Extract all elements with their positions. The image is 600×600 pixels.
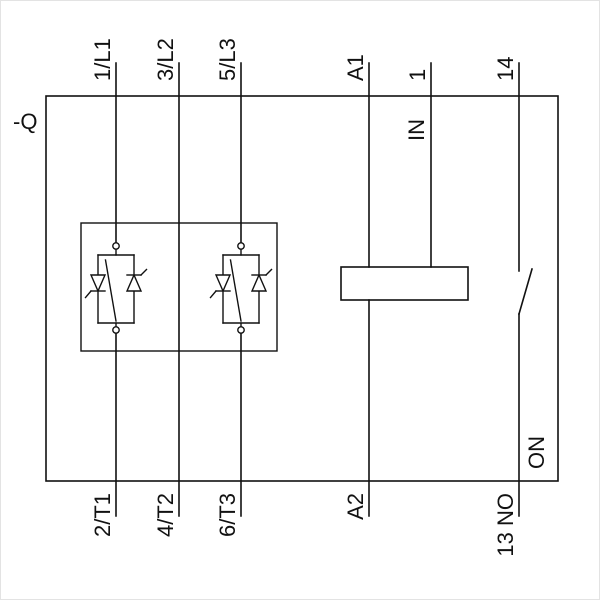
- terminal-label-14: 14: [493, 57, 518, 81]
- aux-contact-blade: [518, 268, 533, 315]
- module1-bypass-contact: [104, 259, 117, 322]
- terminal-label-A2: A2: [343, 493, 368, 520]
- top-terminal-lines: [115, 62, 520, 517]
- terminal-label-3L2: 3/L2: [153, 38, 178, 81]
- control-block: [340, 266, 469, 301]
- module1-thyristor-up-gate: [140, 268, 148, 276]
- module1-top-node: [112, 242, 120, 250]
- module2-bypass-contact: [229, 259, 242, 322]
- module1-thyristor-up: [125, 273, 143, 292]
- module1-thyristor-down: [89, 274, 107, 293]
- aux-no-contact: [518, 268, 533, 315]
- terminal-label-A1: A1: [343, 54, 368, 81]
- module2-top-node: [237, 242, 245, 250]
- terminal-label-5L3: 5/L3: [215, 38, 240, 81]
- device-label: -Q: [13, 109, 37, 134]
- terminal-label-13NO: 13 NO: [493, 493, 518, 557]
- input-label-IN: IN: [404, 119, 429, 141]
- terminal-label-6T3: 6/T3: [215, 493, 240, 537]
- bottom-terminal-lines: [115, 299, 520, 517]
- module2-bottom-node: [237, 326, 245, 334]
- internal-labels: IN ON: [404, 119, 549, 469]
- terminal-label-4T2: 4/T2: [153, 493, 178, 537]
- thyristor-module-phase1: [84, 242, 148, 334]
- module2-thyristor-up: [250, 273, 268, 292]
- power-module-box: [80, 222, 278, 352]
- thyristor-module-phase3: [209, 242, 273, 334]
- terminal-label-2T1: 2/T1: [90, 493, 115, 537]
- top-terminal-labels: 1/L1 3/L2 5/L3 A1 1 14: [90, 38, 518, 81]
- output-label-ON: ON: [524, 436, 549, 469]
- module1-bottom-node: [112, 326, 120, 334]
- module2-thyristor-down: [214, 274, 232, 293]
- module1-thyristor-down-gate: [84, 290, 92, 299]
- bottom-terminal-labels: 2/T1 4/T2 6/T3 A2 13 NO: [90, 493, 518, 557]
- terminal-label-1L1: 1/L1: [90, 38, 115, 81]
- module2-thyristor-up-gate: [265, 268, 273, 276]
- device-outline: [45, 95, 559, 482]
- terminal-label-1: 1: [405, 69, 430, 81]
- module2-thyristor-down-gate: [209, 290, 217, 299]
